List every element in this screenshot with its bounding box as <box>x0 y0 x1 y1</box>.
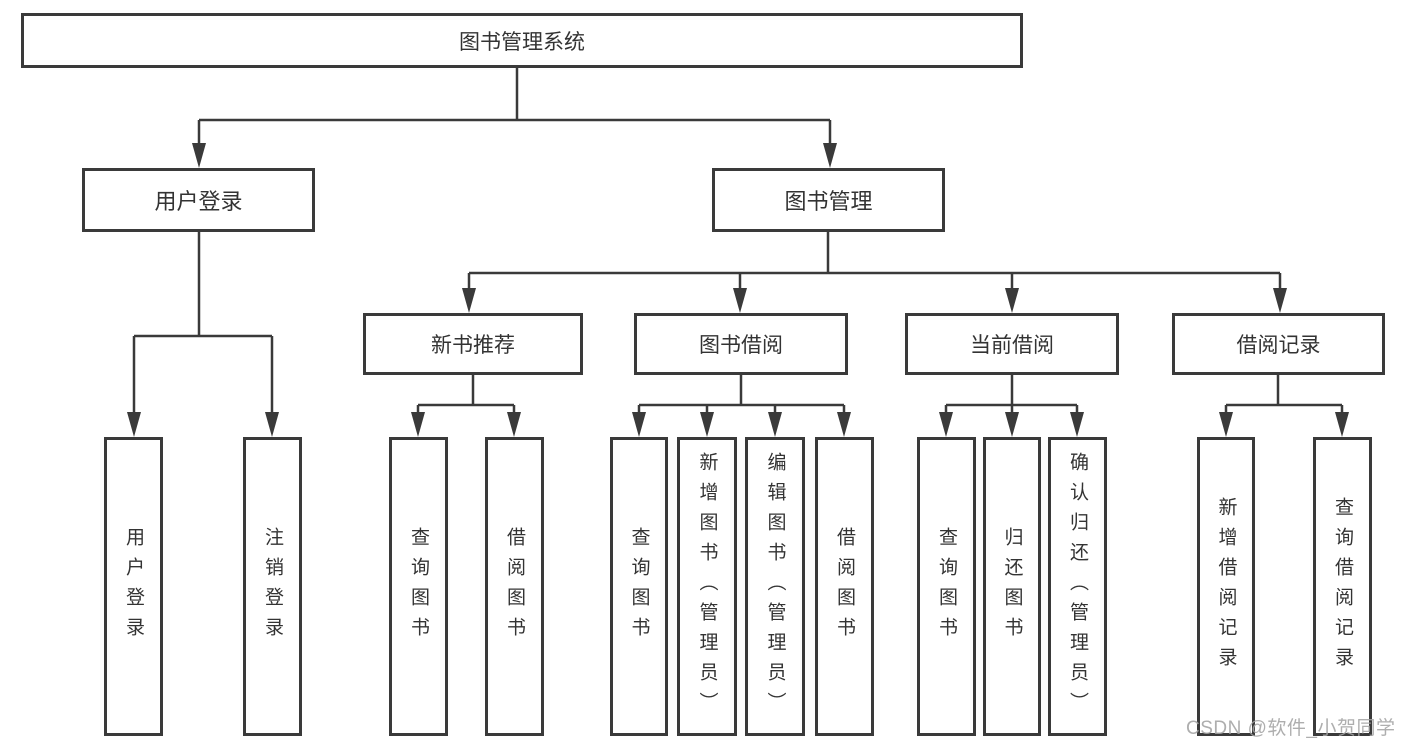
node-label: 借阅图书 <box>834 526 855 647</box>
node-user-login-leaf: 用户登录 <box>104 437 163 736</box>
node-current-borrow: 当前借阅 <box>905 313 1119 375</box>
tree-edges <box>132 68 1344 414</box>
node-query-borrow-record: 查询借阅记录 <box>1313 437 1372 736</box>
node-book-management: 图书管理 <box>712 168 945 232</box>
node-label: 编辑图书（管理员） <box>764 451 786 722</box>
node-label: 查询借阅记录 <box>1332 496 1353 677</box>
node-label: 借阅图书 <box>504 526 525 647</box>
node-label: 新增借阅记录 <box>1215 496 1237 677</box>
node-borrow-records: 借阅记录 <box>1172 313 1385 375</box>
node-label: 确认归还（管理员） <box>1067 451 1088 722</box>
node-borrow-books-recommend: 借阅图书 <box>485 437 544 736</box>
node-label: 归还图书 <box>1001 526 1023 647</box>
node-query-books-current: 查询图书 <box>917 437 976 736</box>
node-user-login: 用户登录 <box>82 168 315 232</box>
node-borrow-books-leaf: 借阅图书 <box>815 437 874 736</box>
node-label: 用户登录 <box>123 526 144 647</box>
node-add-book-admin: 新增图书（管理员） <box>677 437 737 736</box>
node-add-borrow-record: 新增借阅记录 <box>1197 437 1255 736</box>
node-library-system: 图书管理系统 <box>21 13 1023 68</box>
node-return-books: 归还图书 <box>983 437 1041 736</box>
csdn-watermark: CSDN @软件_小贺同学 <box>1186 718 1396 739</box>
node-logout-leaf: 注销登录 <box>243 437 302 736</box>
node-label: 新增图书（管理员） <box>696 451 718 722</box>
node-edit-book-admin: 编辑图书（管理员） <box>745 437 805 736</box>
node-query-books-recommend: 查询图书 <box>389 437 448 736</box>
node-new-book-recommend: 新书推荐 <box>363 313 583 375</box>
node-query-books-borrow: 查询图书 <box>610 437 668 736</box>
node-label: 注销登录 <box>262 526 283 647</box>
node-label: 查询图书 <box>408 526 429 647</box>
node-book-borrow: 图书借阅 <box>634 313 848 375</box>
node-label: 查询图书 <box>936 526 957 647</box>
node-label: 查询图书 <box>628 526 650 647</box>
node-confirm-return-admin: 确认归还（管理员） <box>1048 437 1107 736</box>
arrow-heads <box>127 143 1349 437</box>
